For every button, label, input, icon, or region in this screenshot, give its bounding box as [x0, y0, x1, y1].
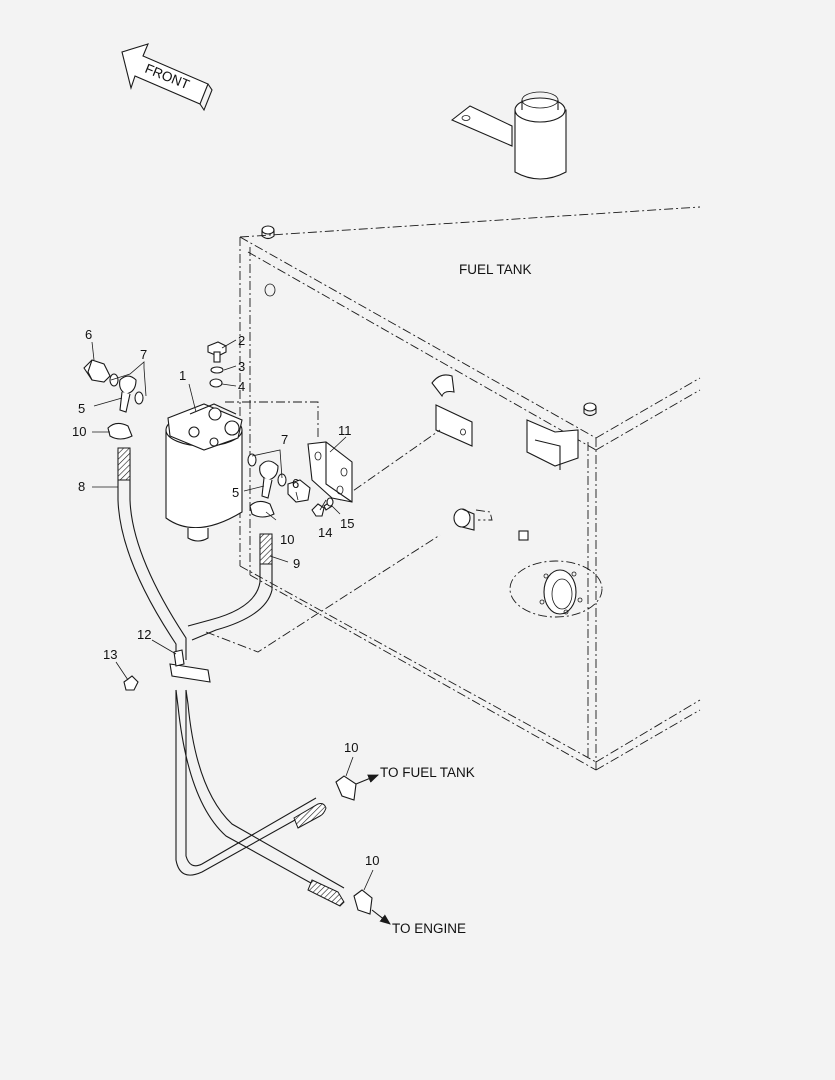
callout-10-engine: 10 [365, 853, 379, 868]
callout-9: 9 [293, 556, 300, 571]
band-clamp [169, 649, 211, 683]
to-fuel-tank-label: TO FUEL TANK [380, 765, 475, 780]
callout-6-upper: 6 [85, 327, 92, 342]
callout-3: 3 [238, 359, 245, 374]
callout-13: 13 [103, 647, 117, 662]
washer-15 [326, 497, 334, 507]
callout-5-lower: 5 [232, 485, 239, 500]
reference-lines [205, 401, 441, 653]
callout-6-lower: 6 [292, 476, 299, 491]
callout-7-lower: 7 [281, 432, 288, 447]
washer-4 [209, 378, 223, 388]
callout-4: 4 [238, 379, 245, 394]
washer-3 [210, 366, 224, 374]
hose-9 [175, 533, 345, 907]
callout-7-upper: 7 [140, 347, 147, 362]
callout-2: 2 [238, 333, 245, 348]
callout-5-upper: 5 [78, 401, 85, 416]
callout-1: 1 [179, 368, 186, 383]
to-fuel-tank-arrow [355, 774, 380, 785]
callout-12: 12 [137, 627, 151, 642]
leader-lines [91, 339, 374, 891]
upper-eye-bolt-assembly [83, 359, 144, 413]
bolt-13 [123, 675, 139, 691]
front-arrow: FRONT [121, 43, 213, 112]
callout-15: 15 [340, 516, 354, 531]
lower-eye-bolt-assembly [247, 453, 311, 503]
callout-10-lower: 10 [280, 532, 294, 547]
callout-10-fuel-tank: 10 [344, 740, 358, 755]
callout-numbers: 1 2 3 4 6 7 5 10 8 7 6 5 11 15 14 10 9 1… [72, 327, 379, 868]
hose-clamps [107, 422, 373, 915]
callout-11: 11 [338, 423, 352, 438]
callout-8: 8 [78, 479, 85, 494]
hose-8 [117, 447, 327, 876]
fuel-tank-label: FUEL TANK [459, 262, 532, 277]
callout-14: 14 [318, 525, 332, 540]
to-engine-label: TO ENGINE [392, 921, 466, 936]
fuel-tank: FUEL TANK [239, 91, 701, 771]
to-engine-arrow [371, 909, 391, 925]
bolt-2 [207, 341, 227, 363]
fuel-filter [165, 403, 243, 542]
mounting-bracket [307, 441, 353, 503]
callout-10-upper: 10 [72, 424, 86, 439]
